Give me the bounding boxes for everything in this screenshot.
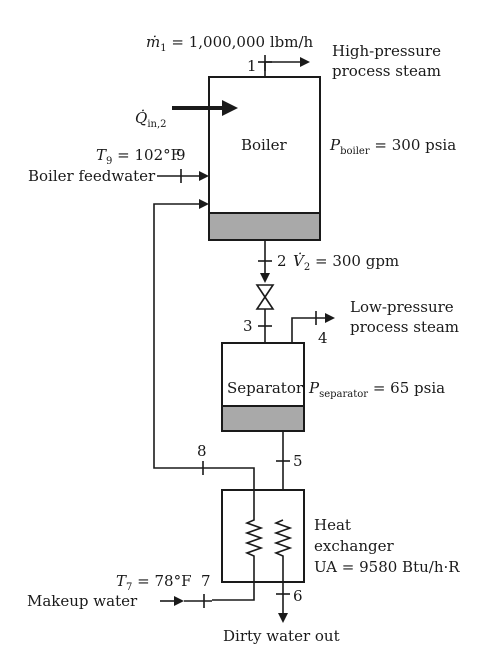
high-pressure-line1: High-pressure xyxy=(332,42,441,60)
boiler-pressure: Pboiler = 300 psia xyxy=(329,136,456,157)
high-pressure-line2: process steam xyxy=(332,62,441,80)
separator-label: Separator xyxy=(227,379,304,397)
stream1-line xyxy=(264,61,302,77)
stream6-number: 6 xyxy=(293,587,303,605)
stream5-number: 5 xyxy=(293,452,303,470)
makeup-water-label: Makeup water xyxy=(27,592,138,610)
boiler-liquid-band xyxy=(208,212,321,241)
stream9-temperature: T9 = 102°F xyxy=(96,146,181,167)
separator-pressure: Pseparator = 65 psia xyxy=(308,379,445,400)
boiler-feedwater-label: Boiler feedwater xyxy=(28,167,156,185)
valve-upper xyxy=(255,284,275,299)
low-pressure-line1: Low-pressure xyxy=(350,298,454,316)
stream8-recycle-arrow xyxy=(199,199,209,209)
stream2-flowrate: V̇2 = 300 gpm xyxy=(293,252,399,273)
stream8-recycle-line xyxy=(153,203,255,490)
hx-ua-value: UA = 9580 Btu/h·R xyxy=(314,558,460,576)
stream2-arrow xyxy=(260,273,270,283)
heat-input-arrowhead xyxy=(222,100,238,116)
stream1-massflow: ṁ1 = 1,000,000 lbm/h xyxy=(146,33,313,54)
stream9-number: 9 xyxy=(176,146,186,164)
stream7-number: 7 xyxy=(201,572,211,590)
stream6-arrow xyxy=(278,613,288,623)
hx-label-line1: Heat xyxy=(314,516,351,534)
hx-coil-left xyxy=(212,490,264,601)
stream8-number: 8 xyxy=(197,442,207,460)
low-pressure-line2: process steam xyxy=(350,318,459,336)
hx-coil-right xyxy=(273,519,293,605)
separator-liquid-band xyxy=(221,405,305,432)
stream7-temperature: T7 = 78°F xyxy=(116,572,192,593)
stream2-number: 2 xyxy=(277,252,287,270)
dirty-water-label: Dirty water out xyxy=(223,627,340,645)
valve-lower xyxy=(255,295,275,310)
stream4-number: 4 xyxy=(318,329,328,347)
stream3-number: 3 xyxy=(243,317,253,335)
heat-exchanger-shell xyxy=(221,489,305,583)
stream9-arrow xyxy=(199,171,209,181)
boiler-label: Boiler xyxy=(241,136,288,154)
hx-label-line2: exchanger xyxy=(314,537,394,555)
stream1-number: 1 xyxy=(247,57,257,75)
stream7-arrow xyxy=(174,596,184,606)
stream4-arrow xyxy=(325,313,335,323)
stream1-arrow xyxy=(300,57,310,67)
heat-input-label: Q̇in,2 xyxy=(135,109,167,130)
